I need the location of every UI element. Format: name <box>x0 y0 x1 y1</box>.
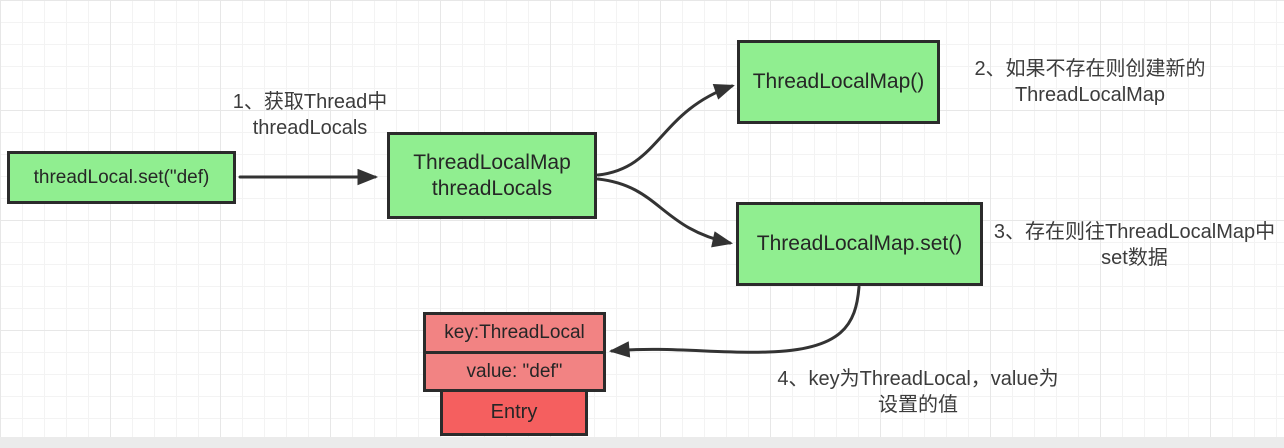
bottom-scrollbar[interactable] <box>0 437 1284 448</box>
annotation-step3-line2: set数据 <box>1101 247 1168 269</box>
annotation-step3: 3、存在则往ThreadLocalMap中 set数据 <box>985 219 1284 271</box>
node-threadlocals-field-line1: ThreadLocalMap <box>413 150 571 174</box>
annotation-step4: 4、key为ThreadLocal，value为 设置的值 <box>748 366 1088 418</box>
node-new-threadlocalmap: ThreadLocalMap() <box>737 40 940 124</box>
node-new-threadlocalmap-label: ThreadLocalMap() <box>752 70 925 94</box>
annotation-step4-line2: 设置的值 <box>878 394 958 416</box>
node-threadlocal-set-label: threadLocal.set("def) <box>33 166 210 188</box>
arrow-create-map <box>596 84 735 177</box>
annotation-step1-line2: threadLocals <box>252 117 368 139</box>
node-threadlocals-field-line2: threadLocals <box>431 176 553 200</box>
entry-key-cell: key:ThreadLocal <box>423 312 606 354</box>
annotation-step2: 2、如果不存在则创建新的 ThreadLocalMap <box>940 56 1240 108</box>
node-threadlocal-set: threadLocal.set("def) <box>7 151 236 204</box>
node-threadlocalmap-set: ThreadLocalMap.set() <box>736 202 983 286</box>
annotation-step2-line2: ThreadLocalMap <box>1014 84 1166 106</box>
arrow-set-entry <box>608 285 861 358</box>
node-threadlocals-field: ThreadLocalMap threadLocals <box>387 132 597 219</box>
entry-value-cell: value: "def" <box>423 351 606 392</box>
annotation-step3-line1: 3、存在则往ThreadLocalMap中 <box>993 221 1276 243</box>
annotation-step2-line1: 2、如果不存在则创建新的 <box>974 58 1206 80</box>
entry-value-label: value: "def" <box>466 360 563 382</box>
entry-key-label: key:ThreadLocal <box>444 322 585 344</box>
entry-title-label: Entry <box>490 401 538 424</box>
annotation-step4-line1: 4、key为ThreadLocal，value为 <box>777 368 1059 390</box>
entry-title-cell: Entry <box>440 389 588 436</box>
node-threadlocalmap-set-label: ThreadLocalMap.set() <box>756 232 963 256</box>
annotation-step1: 1、获取Thread中 threadLocals <box>218 89 402 141</box>
arrow-map-set <box>596 177 734 248</box>
annotation-step1-line1: 1、获取Thread中 <box>232 91 388 113</box>
